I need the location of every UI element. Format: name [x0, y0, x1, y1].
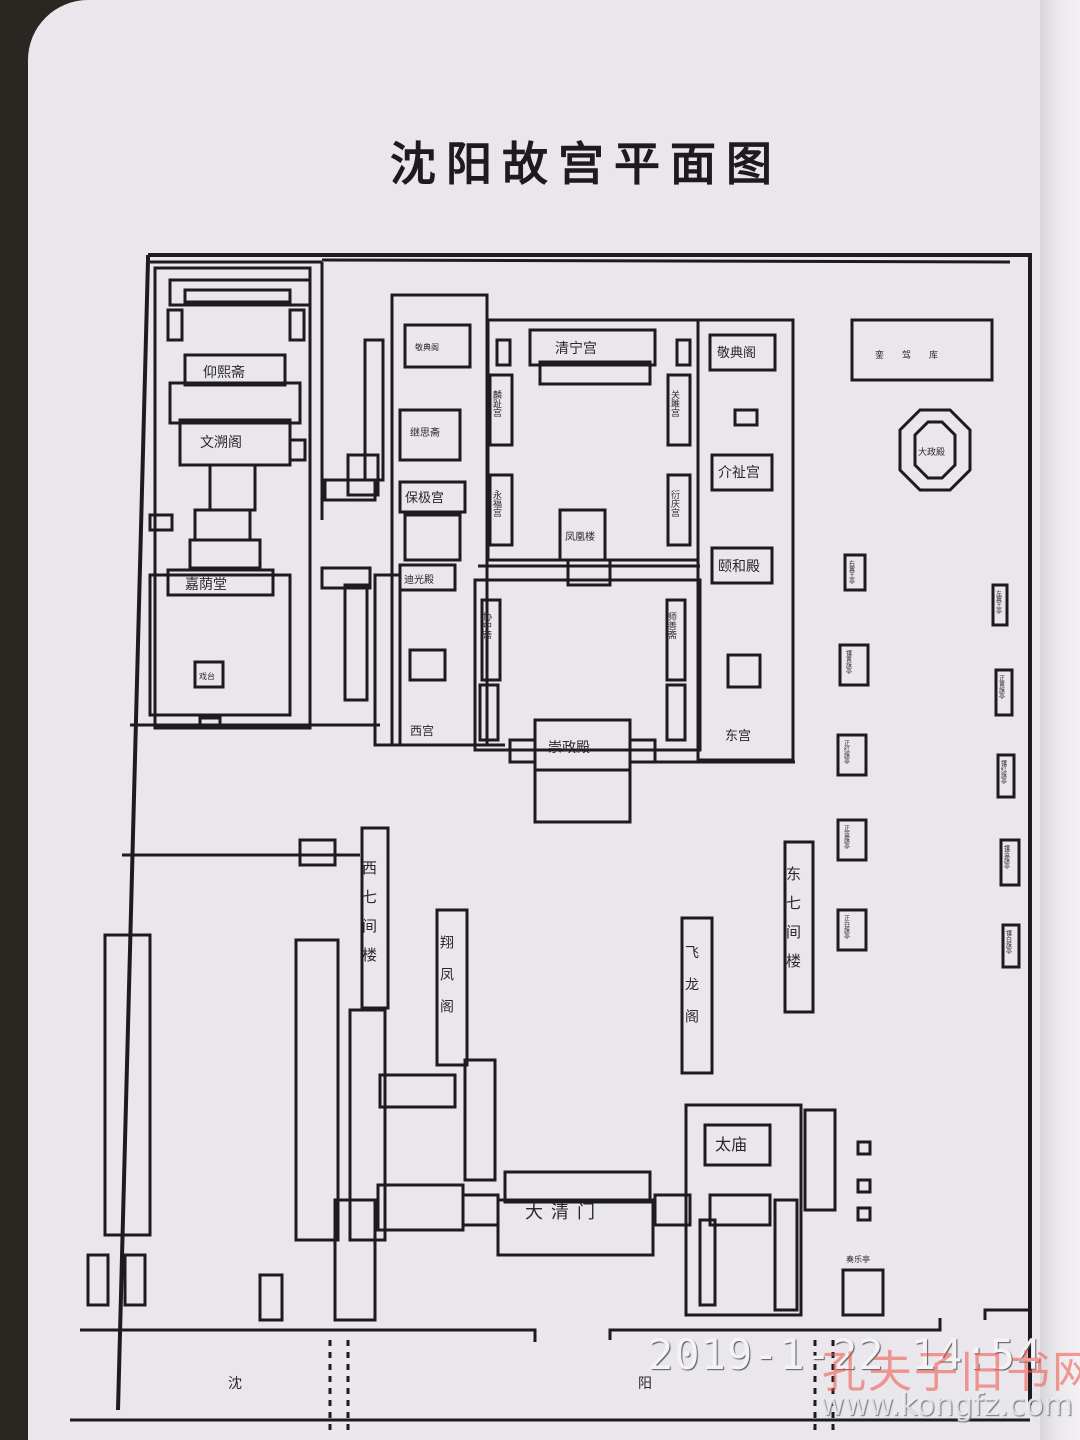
label-tent-6: 左翼王亭: [995, 589, 1002, 614]
jiezhigong-building: [710, 453, 774, 492]
tent-7: [994, 668, 1014, 717]
label-tent-1: 右翼王亭: [848, 559, 855, 584]
label-qingninggong: 清宁宫: [555, 340, 597, 357]
label-tent-10: 镶白旗亭: [1005, 929, 1012, 954]
yangxizhai-building: [183, 353, 287, 387]
label-yanqinggong: 衍庆宫: [669, 489, 680, 518]
watermark-url: www.kongfz.com: [820, 1388, 1074, 1423]
tent-3: [836, 733, 868, 777]
label-tent-7: 正黄旗亭: [998, 675, 1005, 699]
jiayintang-building: [166, 568, 275, 597]
outer-wall: [148, 253, 1032, 1405]
label-dongqijianlou: 东七间楼: [784, 866, 802, 982]
label-taimiao: 太庙: [715, 1135, 747, 1154]
label-daqingmen: 大清门: [525, 1202, 603, 1223]
xiqijianlou-building: [360, 826, 390, 1010]
label-jingdiange: 敬典阁: [717, 345, 756, 361]
tent-10: [1001, 923, 1021, 969]
photo-timestamp: 2019-1-22 14:54: [648, 1330, 1043, 1379]
book-spine: [1040, 0, 1080, 1440]
label-xiangfengge: 翔凤阁: [438, 935, 454, 1031]
dazhengdian-building: [898, 408, 972, 492]
tent-2: [838, 643, 870, 687]
label-tent-8: 镶红旗亭: [1000, 759, 1007, 784]
label-yangxizhai: 仰熙斋: [203, 364, 245, 381]
linzhigong-building: [488, 373, 514, 447]
label-xigong: 西宫: [410, 723, 434, 738]
qingniangong-hall: [850, 318, 994, 382]
label-chongzhengdian: 崇政殿: [548, 740, 590, 756]
page-title: 沈阳故宫平面图: [390, 137, 782, 191]
label-tent-5: 正白旗亭: [843, 915, 850, 939]
xiezhongzhai-building: [480, 598, 502, 682]
label-qingningtang: 銮驾库: [875, 349, 956, 361]
yihedian-building: [710, 546, 774, 585]
baojigong-building: [398, 480, 467, 514]
label-tent-4: 正蓝旗亭: [843, 825, 850, 849]
label-yang: 阳: [638, 1376, 652, 1392]
jingdian-building: [403, 323, 472, 369]
label-yongfugong: 永福宫: [491, 489, 502, 518]
jingdiange-building: [708, 333, 777, 372]
tent-6: [991, 583, 1009, 627]
tent-4: [836, 818, 868, 862]
shizhongzhai-building: [665, 598, 687, 682]
outer-wall-west: [116, 255, 150, 1411]
label-linzhigong: 麟趾宫: [491, 389, 502, 418]
guanjugong-building: [666, 373, 692, 447]
qingninggong-building: [528, 328, 657, 367]
label-wensuge: 文溯阁: [200, 435, 242, 451]
watermark-chinese: 孔夫子旧书网: [822, 1347, 1080, 1398]
label-tent-2: 镶黄旗亭: [845, 649, 852, 674]
dongqijianlou-building: [783, 840, 815, 1014]
label-feilongge: 飞龙阁: [683, 945, 699, 1041]
label-dazhengdian: 大政殿: [918, 446, 945, 458]
feilongge-building: [680, 916, 714, 1075]
label-xiezhongzhai: 协中斋: [481, 611, 492, 640]
label-donggong: 东宫: [725, 729, 751, 744]
yanqinggong-building: [666, 473, 692, 547]
tent-5: [836, 908, 868, 952]
tent-1: [843, 553, 867, 592]
yongfugong-building: [488, 473, 514, 547]
label-tent-9: 镶蓝旗亭: [1003, 844, 1010, 869]
daqingmen-building: [503, 1170, 652, 1204]
label-jiyouxi: 继思斋: [410, 426, 440, 439]
xiangfengge-building: [435, 908, 469, 1067]
taimiao-building: [703, 1123, 772, 1167]
zouyueting-building: [841, 1268, 885, 1317]
wensu-compound: [153, 266, 312, 730]
tent-9: [999, 838, 1021, 887]
label-xiqijianlou: 西七间楼: [360, 860, 378, 976]
label-fenghuanglou: 凤凰楼: [565, 530, 595, 543]
label-guanjugong: 关雎宫: [669, 389, 680, 418]
label-tent-3: 正红旗亭: [843, 740, 850, 764]
label-baojigong: 保极宫: [405, 491, 444, 506]
label-shen: 沈: [228, 1376, 242, 1392]
label-jingdian: 敬典阁: [415, 342, 439, 352]
label-jiezhigong: 介祉宫: [718, 465, 760, 481]
label-jiayintang: 嘉荫堂: [185, 577, 227, 593]
label-diguangdian: 迪光殿: [404, 573, 434, 586]
xitai-building: [193, 660, 225, 689]
label-shizhongzhai: 师善斋: [666, 611, 677, 640]
label-yihedian: 颐和殿: [718, 559, 760, 575]
label-zouyueting: 奏乐亭: [846, 1254, 870, 1264]
label-xitai: 戏台: [199, 671, 215, 681]
tent-8: [996, 753, 1016, 799]
